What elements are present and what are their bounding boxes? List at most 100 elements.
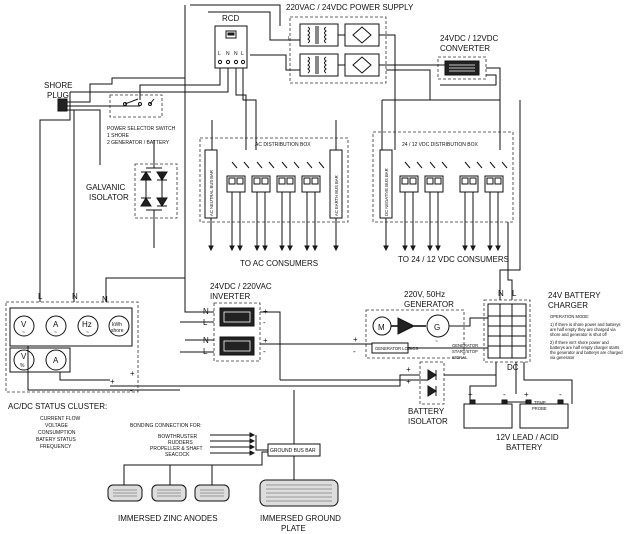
bonding-item-4: SEACOCK bbox=[165, 452, 190, 458]
rcd: RCD L N N L bbox=[214, 14, 248, 69]
charger-label-1: 24V BATTERY bbox=[548, 291, 601, 300]
shore-plug-body bbox=[57, 98, 68, 112]
bonding-title: BONDING CONNECTION FOR: bbox=[130, 423, 202, 429]
battery-label-2: BATTERY bbox=[506, 443, 543, 452]
inverter-label-2: INVERTER bbox=[210, 292, 251, 301]
generator: 220V, 50Hz GENERATOR M G ~ GENERATOR LOG… bbox=[360, 290, 488, 360]
inverter-unit-2 bbox=[219, 336, 255, 356]
ac-neutral-label: AC NEUTRAL BUS BAR bbox=[209, 170, 214, 216]
ammeter-dc bbox=[45, 349, 67, 371]
battery-isolator-label-1: BATTERY bbox=[408, 407, 445, 416]
dc-box-title: 24 / 12 VDC DISTRIBUTION BOX bbox=[402, 142, 479, 148]
ac-breakers bbox=[226, 161, 325, 193]
generator-motor-label: M bbox=[378, 323, 385, 332]
frequency-meter-label: Hz bbox=[82, 320, 92, 329]
bonding-item-3: PROPELLER & SHAFT bbox=[150, 446, 203, 452]
charger-mode2-4: via generator bbox=[550, 355, 575, 360]
isolator-plus: + bbox=[406, 377, 411, 386]
shore-plug-label-2: PLUG bbox=[47, 91, 69, 100]
galvanic-label-1: GALVANIC bbox=[86, 183, 125, 192]
inverter-label-1: 24VDC / 220VAC bbox=[210, 282, 272, 291]
zinc-anodes-label: IMMERSED ZINC ANODES bbox=[118, 514, 218, 523]
converter-label-2: CONVERTER bbox=[440, 44, 490, 53]
charger-mode1-1: 1) If there is shore power and batterys bbox=[550, 322, 621, 327]
status-item-2: VOLTAGE bbox=[45, 423, 69, 429]
voltmeter-ac-label: V bbox=[21, 320, 27, 329]
rcd-terminal-l2: L bbox=[241, 51, 244, 57]
power-supply: 220VAC / 24VDC POWER SUPPLY L bbox=[286, 3, 414, 84]
charger-mode2-2: batterys are half empty charger starts bbox=[550, 345, 619, 350]
status-item-5: FREQUENCY bbox=[40, 444, 72, 450]
generator-ac-symbol: ~ bbox=[435, 339, 438, 345]
ac-distribution-box: AC DISTRIBUTION BOX AC NEUTRAL BUS BAR A… bbox=[199, 120, 349, 268]
ac-earth-label: AC EARTH BUS BAR bbox=[334, 175, 339, 216]
dc-negative-label: DC NEGATIVE BUS BAR bbox=[384, 168, 389, 216]
generator-signal-3: SIGNAL bbox=[452, 355, 468, 360]
rcd-label: RCD bbox=[222, 14, 240, 23]
converter-label-1: 24VDC / 12VDC bbox=[440, 34, 498, 43]
temp-probe-2: PROBE bbox=[532, 406, 547, 411]
power-supply-label: 220VAC / 24VDC POWER SUPPLY bbox=[286, 3, 414, 12]
galvanic-isolator: GALVANIC ISOLATOR bbox=[86, 140, 178, 248]
power-selector-switch: POWER SELECTOR SWITCH 1 SHORE 2 GENERATO… bbox=[107, 94, 176, 146]
dc-breakers bbox=[399, 161, 508, 193]
charger-l: L bbox=[512, 289, 517, 298]
battery-isolator-label-2: ISOLATOR bbox=[408, 417, 448, 426]
status-item-3: CONSUMPTION bbox=[38, 430, 76, 436]
selector-label-2: 1 SHORE bbox=[107, 133, 130, 139]
inverter-minus1: - bbox=[263, 318, 266, 327]
kwh-meter bbox=[108, 315, 130, 337]
charger-mode1-2: are half empty they are charged via bbox=[550, 327, 616, 332]
dc-consumers-label: TO 24 / 12 VDC CONSUMERS bbox=[398, 255, 509, 264]
battery-isolator-frame bbox=[419, 361, 445, 405]
dc-distribution-frame bbox=[372, 131, 514, 223]
zinc-anodes: IMMERSED ZINC ANODES bbox=[107, 484, 230, 523]
ground-plate-label-1: IMMERSED GROUND bbox=[260, 514, 341, 523]
dc-consumer-arrows bbox=[383, 192, 501, 252]
status-title: AC/DC STATUS CLUSTER: bbox=[8, 402, 107, 411]
battery-1-minus: - bbox=[503, 390, 506, 399]
charger-mode2-1: 2) If there isn't shore power and bbox=[550, 340, 609, 345]
charger-mode2-3: the generator and batterys are charged bbox=[550, 350, 623, 355]
ac-distribution-frame bbox=[199, 137, 349, 223]
bonding: BONDING CONNECTION FOR: BOWTHRUSTER RUDD… bbox=[123, 390, 321, 485]
bonding-item-2: RUDDERS bbox=[168, 440, 193, 446]
inverter-plus2: + bbox=[263, 336, 268, 345]
batteries: + - + - TEMP PROBE 12V LEAD / ACID BATTE… bbox=[463, 390, 569, 452]
battery-2-minus: - bbox=[559, 390, 562, 399]
rcd-terminal-n1: N bbox=[226, 51, 230, 57]
charger-n: N bbox=[498, 289, 504, 298]
rcd-terminal-l1: L bbox=[218, 51, 221, 57]
charger-mode1-3: shore and generator is shut off bbox=[550, 332, 608, 337]
status-plus-2: + bbox=[130, 369, 135, 378]
generator-logics-label: GENERATOR LOGICS bbox=[375, 346, 418, 351]
battery-isolator: BATTERY ISOLATOR bbox=[110, 361, 496, 426]
battery-1-plus: + bbox=[468, 390, 473, 399]
battery-1 bbox=[463, 403, 513, 429]
ammeter-ac-label: A bbox=[53, 320, 59, 329]
status-item-4: BATERY STATUS bbox=[36, 437, 76, 443]
status-item-1: CURRENT FLOW bbox=[40, 416, 80, 422]
bonding-item-1: BOWTHRUSTER bbox=[158, 434, 198, 440]
inverter-unit-1 bbox=[219, 307, 255, 327]
charger-body bbox=[487, 303, 527, 359]
status-cluster: L N N V ~ A ~ Hz ~ kWh shore V % A AC/DC… bbox=[5, 92, 185, 450]
shore-plug: SHORE PLUG bbox=[44, 77, 185, 165]
inverter: 24VDC / 220VAC INVERTER N L N L + - + - bbox=[180, 282, 360, 380]
top-wiring bbox=[70, 4, 501, 300]
selector-label-1: POWER SELECTOR SWITCH bbox=[107, 126, 176, 132]
selector-label-3: 2 GENERATOR / BATTERY bbox=[107, 140, 170, 146]
psu-terminal-l: L bbox=[288, 36, 291, 42]
ammeter-ac bbox=[45, 315, 67, 337]
frequency-meter bbox=[77, 315, 99, 337]
temp-probe-1: TEMP bbox=[534, 400, 546, 405]
ammeter-ac-tilde: ~ bbox=[54, 330, 57, 336]
status-plus: + bbox=[110, 377, 115, 386]
charger-dc: DC bbox=[507, 363, 519, 372]
status-n: N bbox=[72, 292, 78, 301]
status-minus: - bbox=[130, 386, 133, 395]
ac-consumer-arrows bbox=[208, 192, 339, 252]
ac-consumers-label: TO AC CONSUMERS bbox=[240, 259, 318, 268]
battery-charger: 24V BATTERY CHARGER N L DC OPERATION MOD… bbox=[469, 100, 623, 404]
